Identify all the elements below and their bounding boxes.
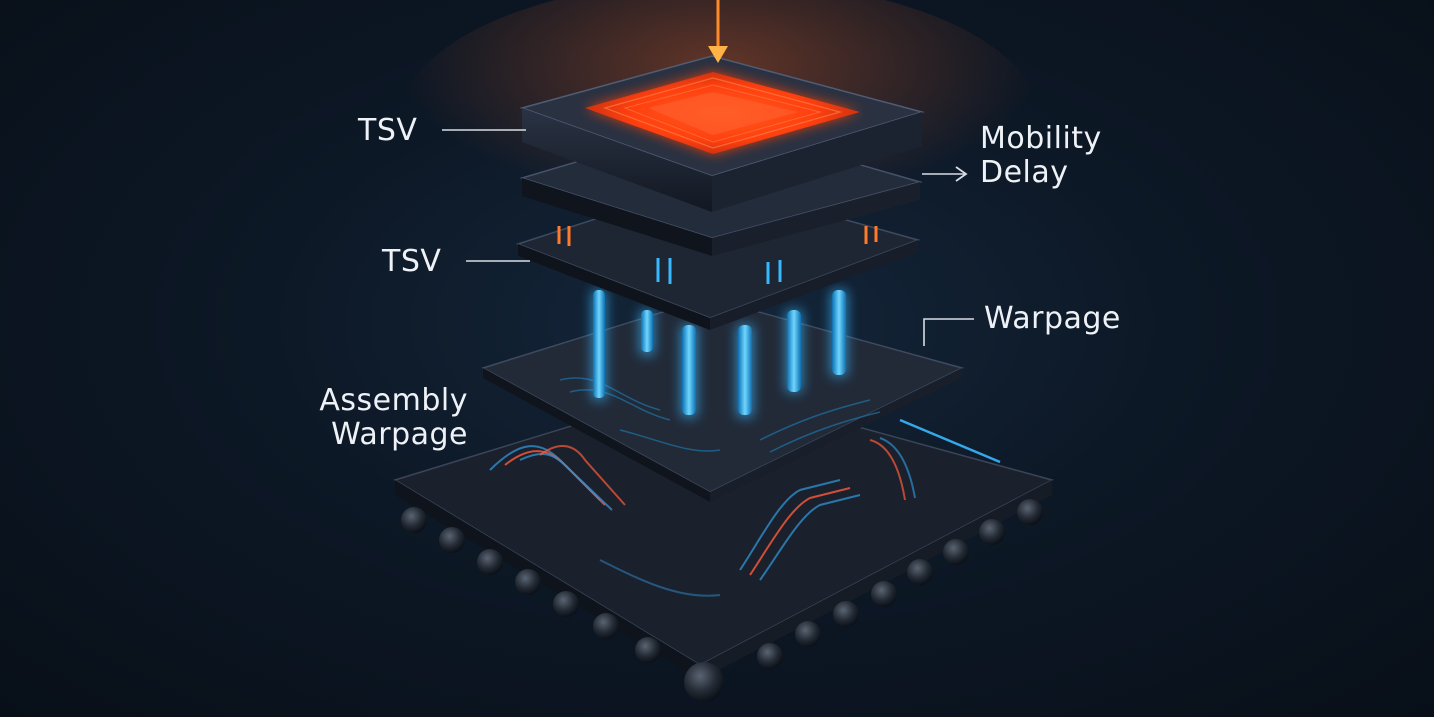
- tsv-pillar: [738, 325, 752, 415]
- solder-ball: [635, 637, 661, 663]
- solder-ball: [515, 569, 541, 595]
- leader-lines: [442, 129, 974, 346]
- label-tsv-top: TSV: [358, 113, 418, 148]
- solder-balls: [401, 499, 1043, 702]
- arrow-down-icon: [708, 0, 728, 63]
- label-assembly-line2: Warpage: [331, 417, 468, 452]
- tsv-pillar: [641, 310, 653, 352]
- solder-ball: [477, 549, 503, 575]
- label-warpage: Warpage: [984, 301, 1121, 336]
- solder-ball: [833, 601, 859, 627]
- solder-ball: [1017, 499, 1043, 525]
- solder-ball: [401, 507, 427, 533]
- tsv-pillars: [592, 290, 847, 417]
- solder-ball: [907, 559, 933, 585]
- solder-ball: [684, 662, 724, 702]
- label-mobility-delay: Mobility Delay: [980, 122, 1102, 190]
- solder-ball: [593, 613, 619, 639]
- substrate-traces: [489, 418, 1001, 597]
- arrow-right-icon: [955, 166, 968, 182]
- tsv-pillar: [593, 290, 605, 398]
- micro-bumps: [557, 226, 878, 284]
- solder-ball: [757, 643, 783, 669]
- interposer-traces: [559, 377, 881, 453]
- solder-ball: [979, 519, 1005, 545]
- top-die-hotspot: [519, 55, 925, 212]
- tsv-pillar: [787, 310, 801, 392]
- solder-ball: [871, 581, 897, 607]
- substrate-layer: [393, 384, 1055, 680]
- solder-ball: [795, 621, 821, 647]
- tsv-pillar: [682, 325, 696, 415]
- label-assembly-line1: Assembly: [319, 383, 468, 418]
- solder-ball: [943, 539, 969, 565]
- label-tsv-middle: TSV: [382, 244, 442, 279]
- solder-ball: [439, 527, 465, 553]
- label-mobility-line1: Mobility: [980, 121, 1102, 156]
- tsv-pillar: [832, 290, 846, 375]
- label-mobility-line2: Delay: [980, 155, 1069, 190]
- leader-warpage: [923, 318, 974, 346]
- solder-ball: [553, 591, 579, 617]
- label-assembly-warpage: Assembly Warpage: [318, 384, 468, 452]
